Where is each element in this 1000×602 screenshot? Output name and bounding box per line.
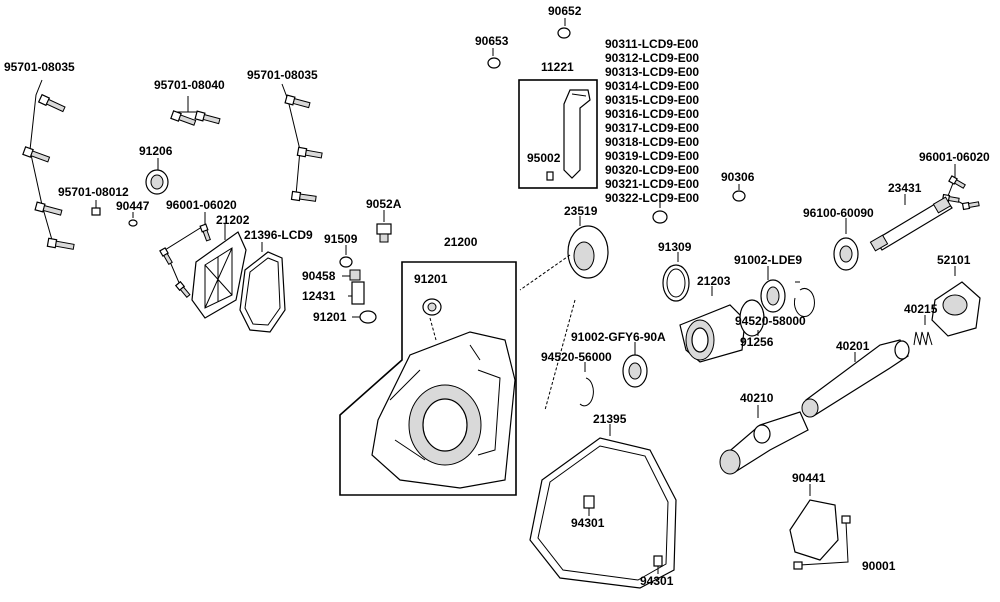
label-91002-LDE9: 91002-LDE9 — [734, 253, 802, 267]
label-90441: 90441 — [792, 471, 826, 485]
label-91206: 91206 — [139, 144, 173, 158]
cover-plate-90441 — [789, 484, 839, 561]
shim-washer — [652, 200, 668, 224]
label-91201-left: 91201 — [313, 310, 347, 324]
bolt-group-96001-06020-left — [159, 212, 211, 298]
label-21200: 21200 — [444, 235, 478, 249]
label-11221: 11221 — [541, 60, 574, 74]
breather-box-11221 — [518, 79, 598, 189]
label-91201-box: 91201 — [414, 272, 448, 286]
oil-seal-91206 — [145, 158, 169, 195]
dowel-94301-a — [583, 495, 595, 516]
washer-list-item: 90316-LCD9-E00 — [605, 107, 699, 121]
nut-90306 — [732, 184, 746, 202]
spring-40215 — [913, 315, 933, 346]
label-95701-08035-right: 95701-08035 — [247, 68, 318, 82]
washer-list-item: 90314-LCD9-E00 — [605, 79, 699, 93]
label-91309: 91309 — [658, 240, 692, 254]
dowel-94301-b — [653, 555, 663, 574]
label-21203: 21203 — [697, 274, 731, 288]
bolt-group-95701-08040 — [170, 96, 221, 126]
washer-list-item: 90322-LCD9-E00 — [605, 191, 699, 205]
label-96001-06020-left: 96001-06020 — [166, 198, 237, 212]
bearing-housing-21203 — [679, 286, 746, 363]
label-90652: 90652 — [548, 4, 582, 18]
label-94520-58000: 94520-58000 — [735, 314, 806, 328]
label-90447: 90447 — [116, 199, 150, 213]
clip-95002 — [546, 171, 554, 181]
label-95701-08035-left: 95701-08035 — [4, 60, 75, 74]
label-9052A: 9052A — [366, 197, 402, 211]
oring-91509 — [339, 245, 353, 268]
label-95701-08040: 95701-08040 — [154, 78, 225, 92]
seal-91201-left — [352, 310, 377, 324]
label-91509: 91509 — [324, 232, 358, 246]
crankcase-box-21200 — [339, 261, 517, 496]
washer-list-item: 90317-LCD9-E00 — [605, 121, 699, 135]
label-94301-a: 94301 — [571, 516, 605, 530]
bearing-91002-GFY6-90A — [622, 342, 648, 388]
gear-23519 — [519, 216, 609, 411]
label-95002: 95002 — [527, 151, 561, 165]
circlip-94520-56000 — [579, 362, 594, 407]
universal-joint-40210 — [719, 405, 809, 475]
labels: 95701-08035 95701-08040 95701-08035 9120… — [4, 4, 990, 588]
shaft-23431 — [869, 194, 953, 252]
label-40215: 40215 — [904, 302, 938, 316]
label-94301-b: 94301 — [640, 574, 674, 588]
bearing-91002-LDE9 — [760, 266, 786, 313]
washer-list-item: 90315-LCD9-E00 — [605, 93, 699, 107]
label-23519: 23519 — [564, 204, 598, 218]
label-96001-06020-right: 96001-06020 — [919, 150, 990, 164]
breather-hose-11221 — [563, 89, 591, 179]
washer-list-item: 90319-LCD9-E00 — [605, 149, 699, 163]
label-90653: 90653 — [475, 34, 509, 48]
label-12431: 12431 — [302, 289, 336, 303]
small-bolt-95701-08012 — [91, 200, 101, 216]
label-90306: 90306 — [721, 170, 755, 184]
label-21395: 21395 — [593, 412, 627, 426]
oring-91256 — [739, 299, 765, 337]
label-40201: 40201 — [836, 339, 870, 353]
label-21202: 21202 — [216, 213, 250, 227]
hub-52101 — [931, 266, 981, 337]
label-91256: 91256 — [740, 335, 774, 349]
washer-list-item: 90320-LCD9-E00 — [605, 163, 699, 177]
propeller-shaft-40201 — [801, 339, 910, 418]
washer-list-item: 90312-LCD9-E00 — [605, 51, 699, 65]
label-96100-60090: 96100-60090 — [803, 206, 874, 220]
label-23431: 23431 — [888, 181, 922, 195]
washer-list-item: 90313-LCD9-E00 — [605, 65, 699, 79]
part-90458 — [342, 269, 361, 281]
label-95701-08012: 95701-08012 — [58, 185, 129, 199]
bolt-group-left — [22, 79, 75, 250]
part-12431 — [348, 281, 365, 305]
label-94520-56000: 94520-56000 — [541, 350, 612, 364]
label-52101: 52101 — [937, 253, 971, 267]
washer-90447 — [128, 212, 138, 227]
oring-91309 — [662, 252, 690, 302]
label-40210: 40210 — [740, 391, 774, 405]
circlip-94520-58000 — [794, 281, 815, 317]
washer-list-item: 90311-LCD9-E00 — [605, 37, 699, 51]
washer-list-item: 90321-LCD9-E00 — [605, 177, 699, 191]
label-90001: 90001 — [862, 559, 896, 573]
side-cover-21202 — [191, 224, 247, 319]
seal-91201-box — [422, 298, 442, 341]
gasket-21395 — [529, 424, 677, 589]
label-21396-LCD9: 21396-LCD9 — [244, 228, 313, 242]
screws-90001 — [793, 515, 851, 570]
washer-list-item: 90318-LCD9-E00 — [605, 135, 699, 149]
clamp-90653 — [487, 48, 501, 69]
washer-list: 90311-LCD9-E00 90312-LCD9-E00 90313-LCD9… — [605, 37, 699, 205]
drain-plug-9052A — [376, 210, 392, 243]
gasket-21396 — [239, 242, 286, 333]
label-90458: 90458 — [302, 269, 336, 283]
clamp-90652 — [557, 18, 571, 39]
bearing-96100-60090 — [833, 218, 859, 271]
crankcase-21200 — [371, 331, 516, 489]
label-91002-GFY6-90A: 91002-GFY6-90A — [571, 330, 666, 344]
bolt-group-right — [281, 83, 323, 202]
